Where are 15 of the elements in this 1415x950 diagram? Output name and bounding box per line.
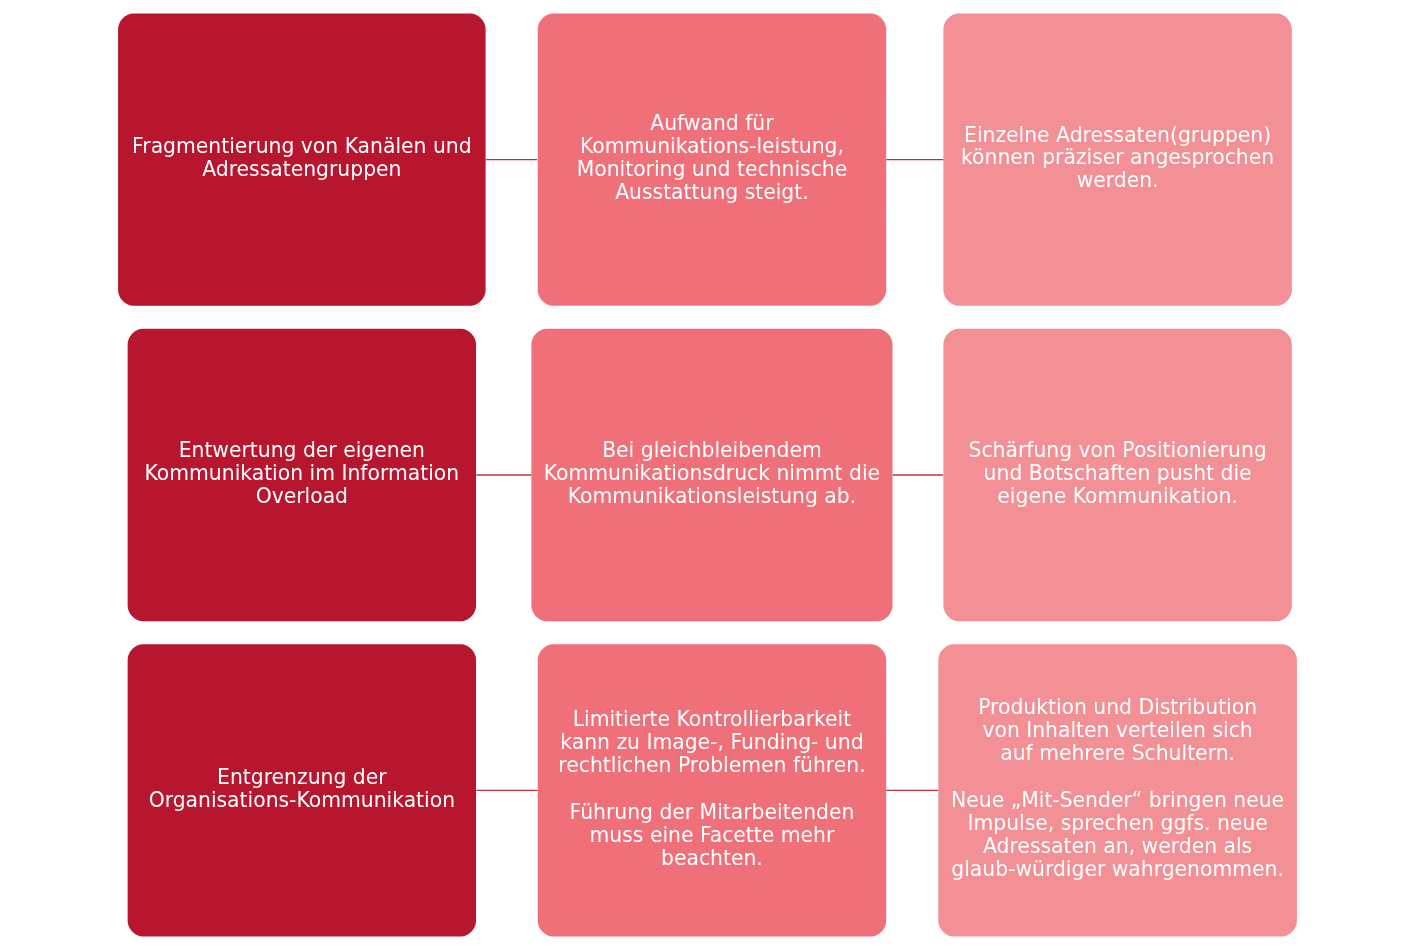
connector [475,789,539,791]
node-box: Entgrenzung der Organisations-Kommunikation [127,644,477,937]
node-box: Aufwand für Kommunikations-leistung, Monitoring und technische Ausstattung steigt. [537,13,887,306]
connector [485,159,538,161]
node-box: Einzelne Adressaten(gruppen) können präziser angesprochen werden. [943,13,1292,306]
connector [885,159,944,161]
connector [885,789,939,791]
node-box: Fragmentierung von Kanälen und Adressatengruppen [118,13,486,306]
connector [892,474,944,476]
node-box: Limitierte Kontrollierbarkeit kann zu Image-, Funding- und rechtlichen Problemen führen. Führung der Mitarbeitenden muss eine Facette mehr beachten. [537,644,887,937]
connector [475,474,532,476]
node-box: Bei gleichbleibendem Kommunikationsdruck nimmt die Kommunikationsleistung ab. [531,328,893,622]
node-box: Schärfung von Positionierung und Botschaften pusht die eigene Kommunikation. [943,328,1292,622]
node-box: Produktion und Distribution von Inhalten verteilen sich auf mehrere Schultern. Neue „Mit-Sender“ bringen neue Impulse, sprechen ggfs. neue Adressaten an, werden als glaub-würdiger wahrgenommen. [938,644,1297,937]
node-box: Entwertung der eigenen Kommunikation im Information Overload [127,328,477,622]
